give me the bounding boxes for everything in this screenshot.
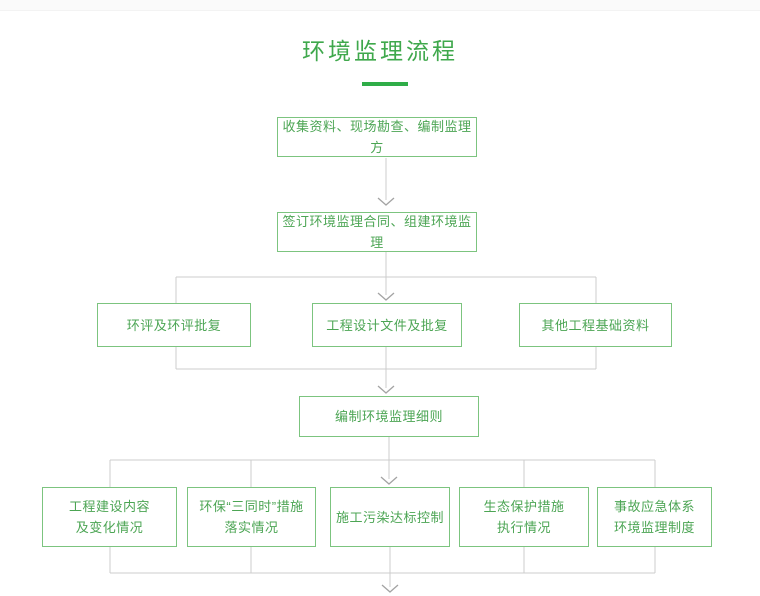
flow-box-emergency-system: 事故应急体系 环境监理制度 bbox=[597, 487, 712, 547]
flow-box-label-line2: 及变化情况 bbox=[75, 520, 144, 535]
flow-box-label: 编制环境监理细则 bbox=[334, 409, 443, 424]
flow-box-label-line2: 落实情况 bbox=[224, 520, 279, 535]
flow-box-label-line1: 环保“三同时”措施 bbox=[199, 499, 304, 514]
flow-box-collect-materials: 收集资料、现场勘查、编制监理方 bbox=[277, 117, 477, 157]
flow-box-construction-content: 工程建设内容 及变化情况 bbox=[42, 487, 177, 547]
arrow-down-icons bbox=[377, 197, 399, 593]
flow-box-eia-approval: 环评及环评批复 bbox=[97, 303, 251, 347]
title-underline bbox=[362, 82, 408, 86]
flow-box-label: 工程设计文件及批复 bbox=[326, 317, 448, 333]
flow-box-label-line2: 执行情况 bbox=[496, 520, 551, 535]
arrow-down-icon bbox=[377, 385, 395, 394]
flow-box-ecological-protection: 生态保护措施 执行情况 bbox=[459, 487, 589, 547]
flow-box-pollution-control: 施工污染达标控制 bbox=[330, 487, 450, 547]
flow-box-compile-rules: 编制环境监理细则 bbox=[299, 396, 479, 437]
flow-box-label-line1: 施工污染达标控制 bbox=[335, 509, 444, 525]
flow-box-label-line1: 工程建设内容 bbox=[68, 499, 150, 514]
flow-box-label: 环评及环评批复 bbox=[126, 317, 222, 333]
flow-box-label-line1: 生态保护措施 bbox=[483, 499, 565, 514]
arrow-down-icon bbox=[377, 197, 395, 206]
flow-box-other-basic-materials: 其他工程基础资料 bbox=[519, 303, 672, 347]
page-title: 环境监理流程 bbox=[302, 38, 458, 64]
arrow-down-icon bbox=[381, 584, 399, 593]
connector-lines bbox=[109, 158, 656, 587]
flow-box-three-simultaneous: 环保“三同时”措施 落实情况 bbox=[187, 487, 316, 547]
flow-box-label: 其他工程基础资料 bbox=[541, 317, 650, 333]
flow-box-label: 收集资料、现场勘查、编制监理方 bbox=[282, 119, 472, 155]
flow-box-label: 签订环境监理合同、组建环境监理 bbox=[282, 214, 472, 250]
flow-box-design-documents: 工程设计文件及批复 bbox=[312, 303, 462, 347]
arrow-down-icon bbox=[377, 292, 395, 301]
flow-box-sign-contract: 签订环境监理合同、组建环境监理 bbox=[277, 212, 477, 252]
top-strip bbox=[0, 0, 760, 11]
flow-box-label-line1: 事故应急体系 bbox=[613, 499, 695, 514]
arrow-down-icon bbox=[380, 476, 398, 485]
flow-box-label-line2: 环境监理制度 bbox=[613, 520, 695, 535]
